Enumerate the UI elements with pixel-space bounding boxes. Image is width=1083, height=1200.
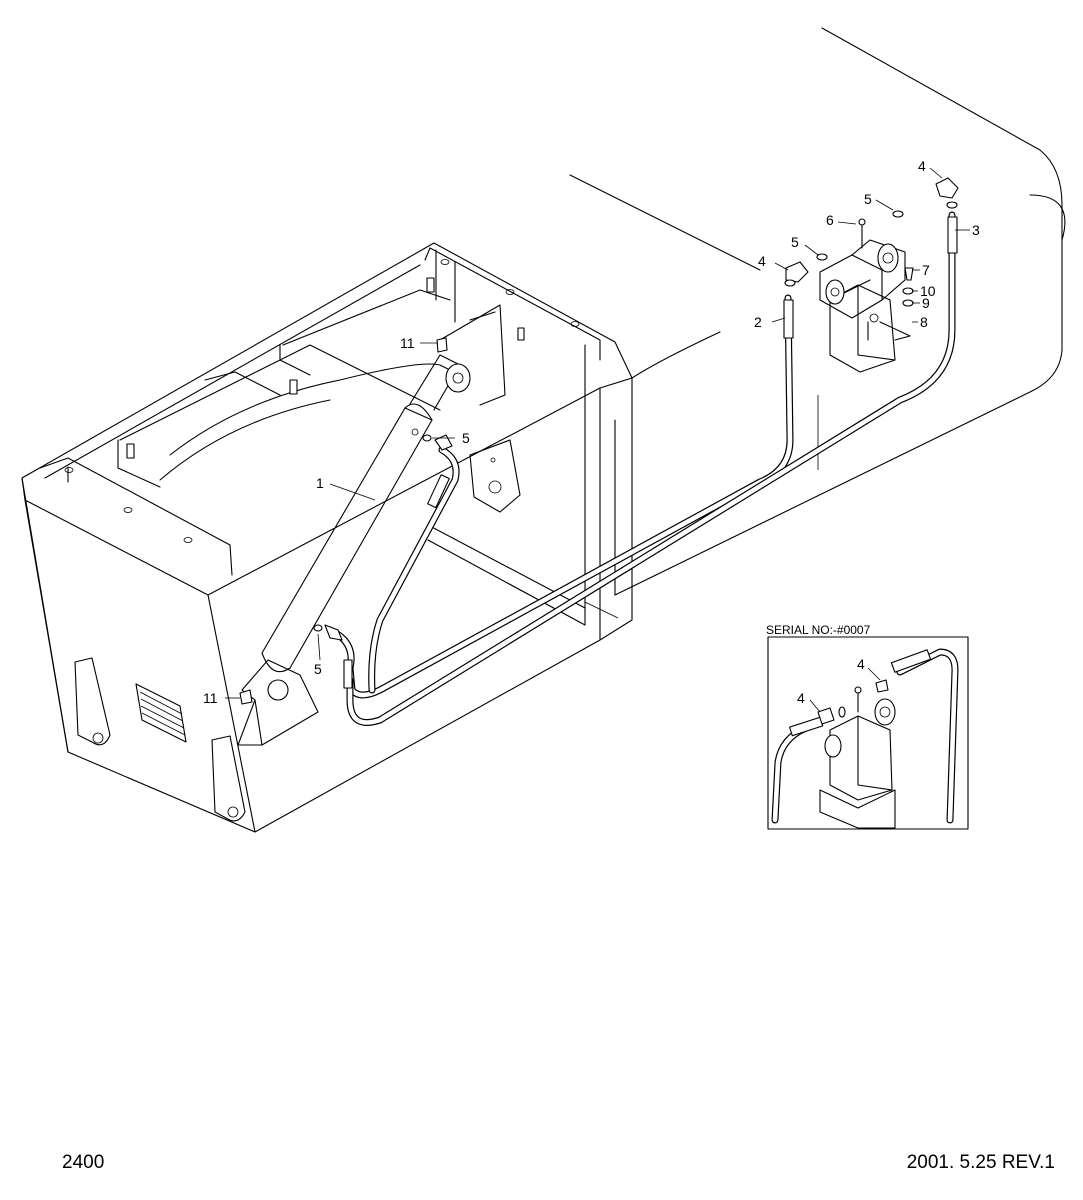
- callout-5-valve-right: 5: [864, 191, 872, 207]
- hose-assembly-3: [346, 211, 956, 726]
- callout-10: 10: [920, 283, 936, 299]
- callout-5-cylinder: 5: [462, 430, 470, 446]
- fittings: [239, 177, 959, 705]
- leader-lines: [225, 167, 970, 699]
- page-number: 2400: [62, 1152, 105, 1173]
- callout-2: 2: [754, 314, 762, 330]
- callout-4-left: 4: [758, 253, 766, 269]
- counterweight-body: [569, 27, 1066, 619]
- callout-6: 6: [826, 212, 834, 228]
- callout-1: 1: [316, 475, 324, 491]
- callout-4-right: 4: [918, 158, 926, 174]
- inset-callout-4-right: 4: [857, 656, 865, 672]
- callout-3: 3: [972, 222, 980, 238]
- inset-title: SERIAL NO:-#0007: [766, 623, 871, 637]
- callout-5-lower: 5: [314, 661, 322, 677]
- valve-block: [819, 218, 911, 373]
- inset-detail: SERIAL NO:-#0007 4 4: [766, 623, 969, 830]
- callout-8: 8: [920, 314, 928, 330]
- callout-9: 9: [922, 295, 930, 311]
- callout-labels: 1 2 3 4 4 5 5 5 5 6 7 8 9 10 11 11: [203, 158, 980, 706]
- revision-date: 2001. 5.25 REV.1: [906, 1152, 1055, 1173]
- callout-5-valve-left: 5: [791, 234, 799, 250]
- inset-callout-4-left: 4: [797, 690, 805, 706]
- frame-block: [21, 242, 633, 833]
- callout-7: 7: [922, 262, 930, 278]
- hydraulic-cylinder: [237, 304, 506, 746]
- callout-11-upper: 11: [400, 335, 415, 351]
- hose-assembly-2: [346, 294, 794, 699]
- callout-11-lower: 11: [203, 690, 218, 706]
